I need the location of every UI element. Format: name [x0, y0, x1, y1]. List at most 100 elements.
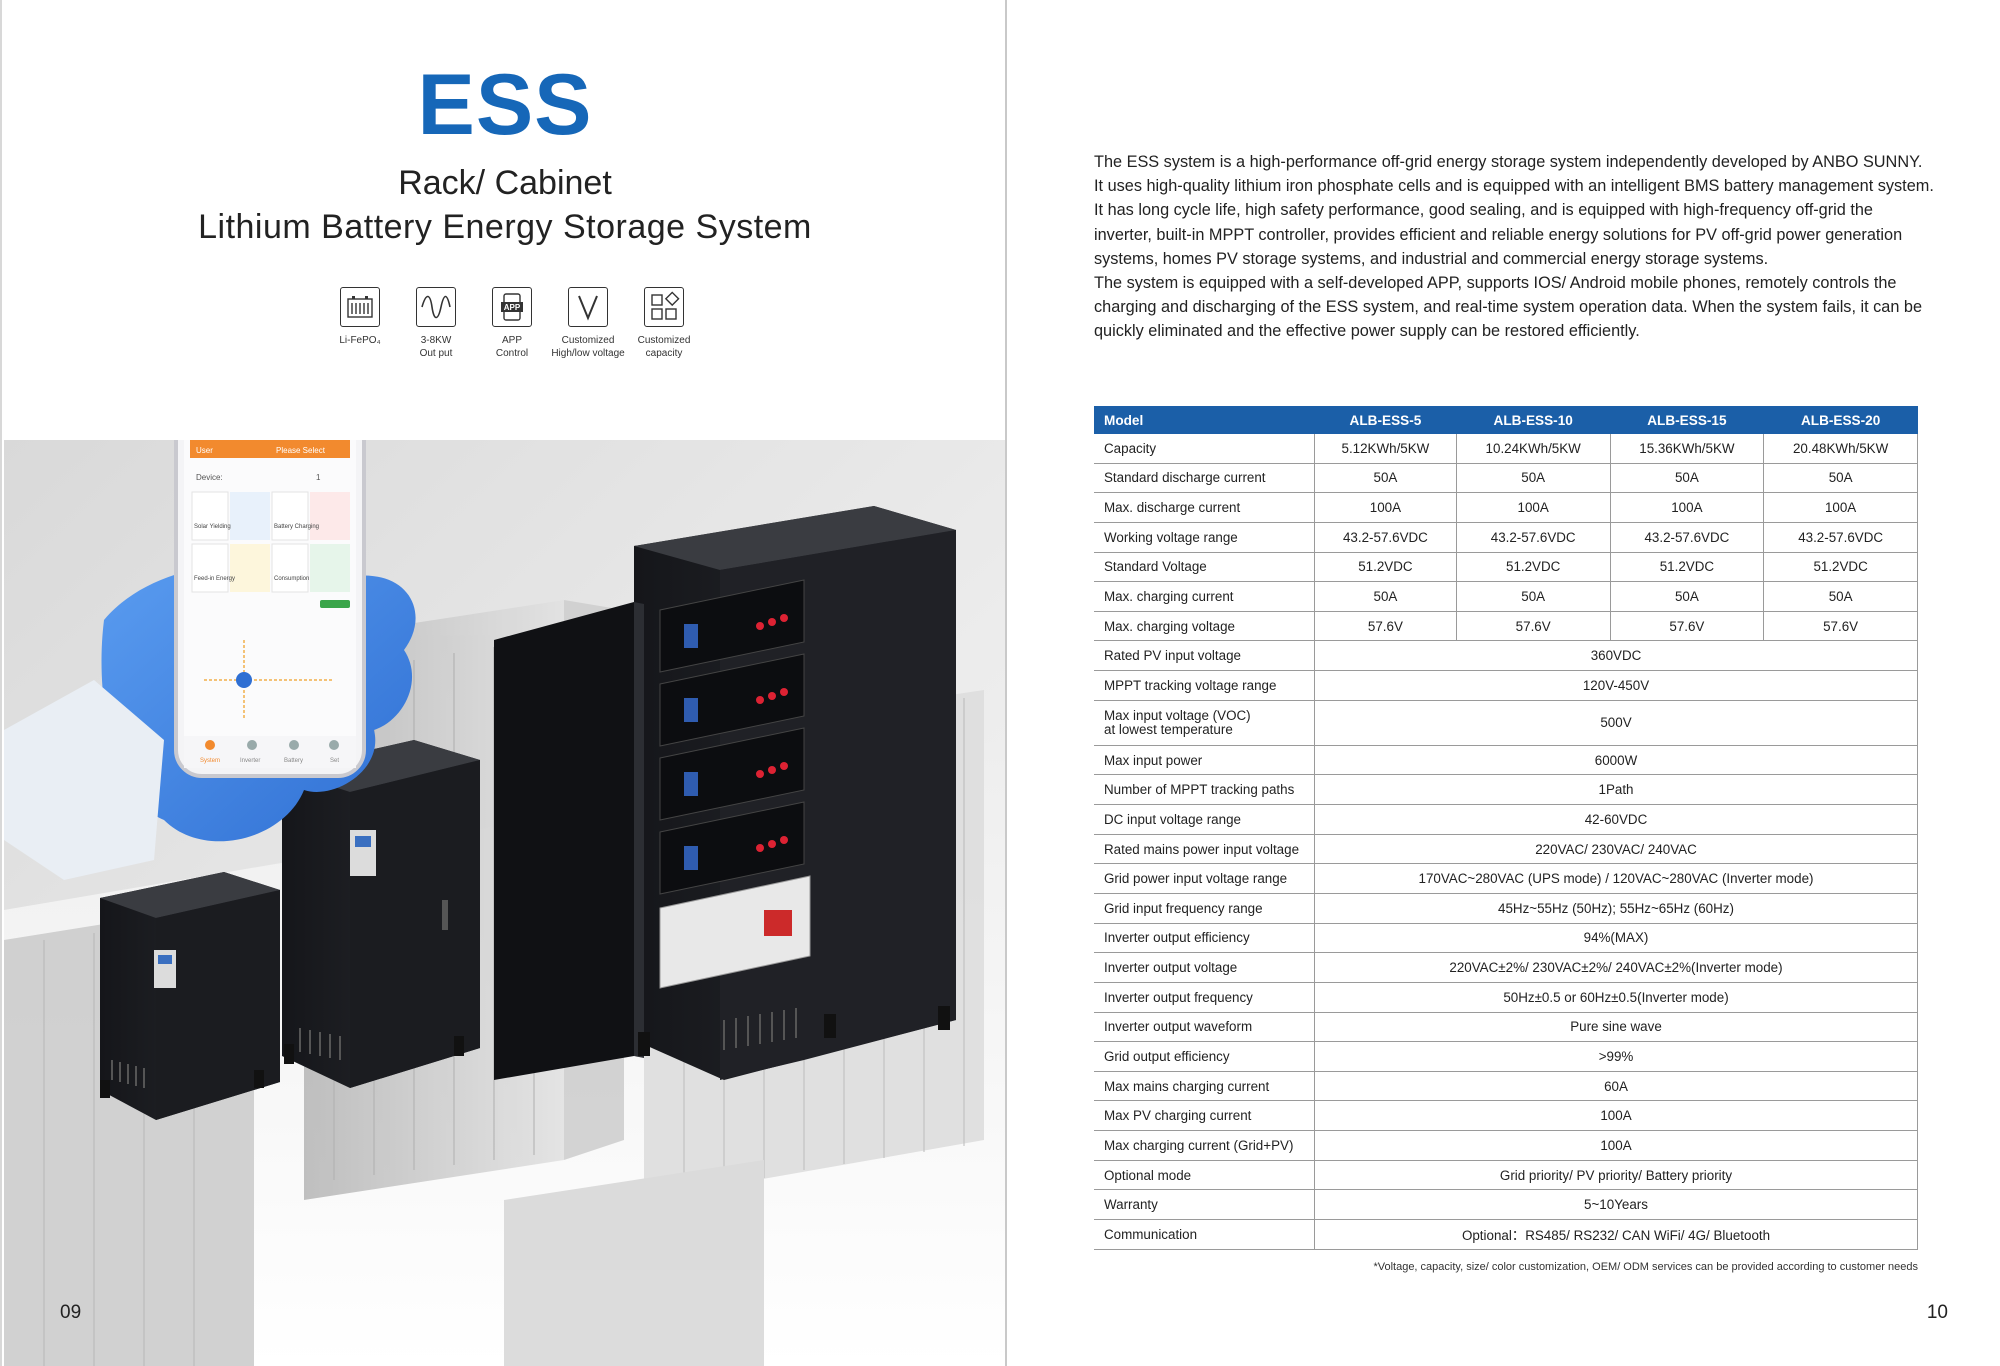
row-label: Inverter output frequency [1094, 982, 1315, 1013]
row-label-text: Max charging current (Grid+PV) [1104, 1137, 1294, 1153]
row-value: 50Hz±0.5 or 60Hz±0.5(Inverter mode) [1314, 982, 1918, 1013]
table-row: Optional mode Grid priority/ PV priority/… [1094, 1160, 1918, 1191]
table-row: Warranty 5~10Years [1094, 1189, 1918, 1221]
feature-label: APP [501, 335, 522, 346]
row-label: Standard Voltage [1094, 552, 1315, 583]
table-row: Max input voltage (VOC)at lowest tempera… [1094, 700, 1918, 746]
row-value: 100A [1610, 492, 1765, 523]
row-value: 10.24KWh/5KW [1456, 434, 1611, 464]
footnote: *Voltage, capacity, size/ color customiz… [1373, 1261, 1918, 1273]
right-page: The ESS system is a high-performance off… [1008, 0, 2000, 1366]
row-label: DC input voltage range [1094, 804, 1315, 835]
row-value: 100A [1763, 492, 1918, 523]
row-value: 220VAC/ 230VAC/ 240VAC [1314, 834, 1918, 865]
phone-nav-inverter: Inverter [240, 758, 260, 764]
header-ess-15: ALB-ESS-15 [1610, 406, 1764, 434]
row-value: 6000W [1314, 745, 1918, 776]
feature-label: 3-8KW [420, 335, 452, 346]
row-value: 43.2-57.6VDC [1314, 522, 1457, 553]
phone-user-label: User [196, 446, 213, 455]
intro-text: The ESS system is a high-performance off… [1094, 150, 1934, 344]
row-value: 43.2-57.6VDC [1456, 522, 1611, 553]
feature-icons-row: Li-FePO₄ 3-8KW Out put APP [320, 287, 700, 367]
row-value: 100A [1456, 492, 1611, 523]
phone-tile-solar: Solar Yielding [194, 524, 231, 530]
row-value: 51.2VDC [1763, 552, 1918, 583]
row-value: 20.48KWh/5KW [1763, 434, 1918, 464]
feature-label: Out put [419, 348, 453, 359]
row-value: 42-60VDC [1314, 804, 1918, 835]
row-label: Standard discharge current [1094, 463, 1315, 494]
row-label-text-2: at lowest temperature [1104, 721, 1233, 737]
row-label: Optional mode [1094, 1160, 1315, 1191]
row-value: 120V-450V [1314, 670, 1918, 701]
row-label: Warranty [1094, 1189, 1315, 1221]
feature-label: Customized [561, 335, 615, 346]
row-label-text: MPPT tracking voltage range [1104, 677, 1277, 693]
row-value: 50A [1763, 581, 1918, 612]
feature-label: Li-FePO₄ [339, 335, 381, 346]
row-value: 57.6V [1314, 611, 1457, 642]
row-label: Max. charging current [1094, 581, 1315, 612]
row-label-text: Max mains charging current [1104, 1078, 1270, 1094]
row-label-text: Optional mode [1104, 1167, 1192, 1183]
row-value: 57.6V [1610, 611, 1765, 642]
spec-table-header: Model ALB-ESS-5 ALB-ESS-10 ALB-ESS-15 AL… [1094, 406, 1918, 434]
feature-label: Customized [637, 335, 691, 346]
voltage-v-icon [568, 287, 608, 327]
row-label: Max. charging voltage [1094, 611, 1315, 642]
battery-icon [340, 287, 380, 327]
phone-user-select: Please Select [276, 446, 326, 455]
product-scene-illustration: User Please Select Device: 1 Solar Yield… [4, 440, 1006, 1366]
row-value: 5~10Years [1314, 1189, 1918, 1221]
row-value: 170VAC~280VAC (UPS mode) / 120VAC~280VAC… [1314, 863, 1918, 894]
row-value: 15.36KWh/5KW [1610, 434, 1765, 464]
app-control-icon: APP [492, 287, 532, 327]
row-value: 51.2VDC [1456, 552, 1611, 583]
table-row: Max charging current (Grid+PV) 100A [1094, 1130, 1918, 1161]
row-label-text: Inverter output waveform [1104, 1019, 1253, 1035]
row-value: 100A [1314, 1100, 1918, 1132]
phone-nav-system: System [200, 758, 220, 764]
row-value: 100A [1314, 492, 1457, 523]
row-value: 50A [1314, 581, 1457, 612]
page-gutter [1005, 0, 1007, 1366]
row-label: Grid input frequency range [1094, 893, 1315, 924]
row-label-text: Communication [1104, 1226, 1198, 1242]
spec-table: Model ALB-ESS-5 ALB-ESS-10 ALB-ESS-15 AL… [1094, 406, 1918, 1250]
row-value: 57.6V [1456, 611, 1611, 642]
row-label-text: Inverter output voltage [1104, 960, 1238, 976]
page-number-left: 09 [60, 1302, 82, 1323]
medium-cabinet [282, 740, 480, 1088]
table-row: MPPT tracking voltage range 120V-450V [1094, 670, 1918, 701]
page-number-right: 10 [1926, 1302, 1948, 1323]
subtitle-line1: Rack/ Cabinet [398, 164, 612, 202]
row-label-text: Grid input frequency range [1104, 900, 1263, 916]
phone-nav-battery: Battery [284, 758, 303, 764]
row-label-text: Warranty [1104, 1197, 1158, 1213]
row-value: 100A [1314, 1130, 1918, 1161]
svg-text:APP: APP [504, 303, 521, 312]
row-value: >99% [1314, 1041, 1918, 1072]
row-value: Pure sine wave [1314, 1012, 1918, 1043]
row-label: Max input power [1094, 745, 1315, 776]
row-label-text: Max PV charging current [1104, 1108, 1252, 1124]
row-value: 57.6V [1763, 611, 1918, 642]
table-row: Max PV charging current 100A [1094, 1100, 1918, 1132]
row-label-text: Max input power [1104, 752, 1203, 768]
row-label: Grid output efficiency [1094, 1041, 1315, 1072]
row-value: Grid priority/ PV priority/ Battery prio… [1314, 1160, 1918, 1191]
row-value: 50A [1456, 581, 1611, 612]
